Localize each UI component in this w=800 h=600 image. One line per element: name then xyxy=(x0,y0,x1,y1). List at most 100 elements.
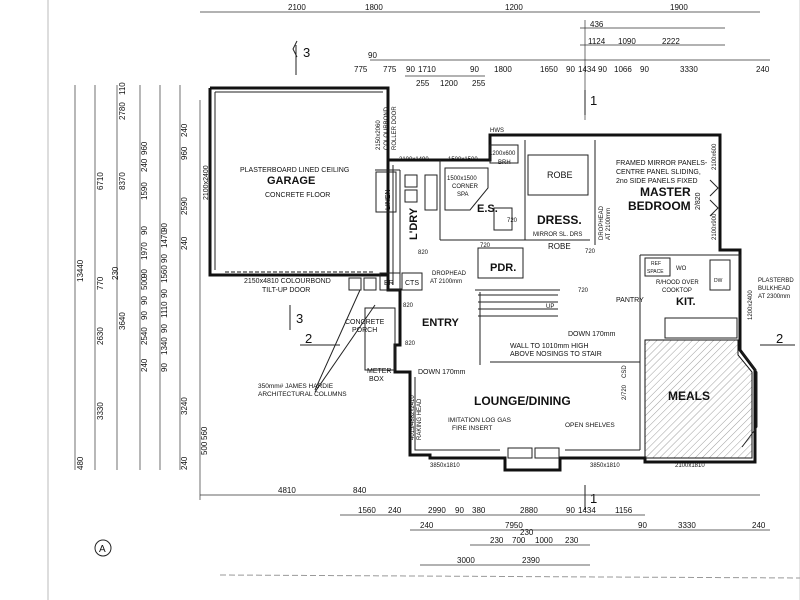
garage-floor-note: CONCRETE FLOOR xyxy=(265,192,330,199)
columns-note-1: 350mm# JAMES HARDIE xyxy=(258,383,334,390)
dishwasher-label: DW xyxy=(714,278,723,284)
wall-oven-label: WO xyxy=(676,266,687,272)
section-1-bottom-label: 1 xyxy=(590,491,597,506)
dim-top-775-a: 775 xyxy=(354,65,368,74)
dim-left-misc-500: 500 xyxy=(140,276,149,290)
robe-lower-label: ROBE xyxy=(548,242,571,251)
master-window-2100x600: 2100x600 xyxy=(712,143,718,170)
master-window-2100x900: 2100x900 xyxy=(712,213,718,240)
dim-left-1470: 1470 xyxy=(160,230,169,248)
master-suite: MASTER BEDROOM ROBE DRESS. MIRROR SL. DR… xyxy=(520,140,719,251)
dim-left-110: 110 xyxy=(118,82,127,95)
pantry-label: PANTRY xyxy=(616,297,644,304)
dim-top-0-b: 1800 xyxy=(365,3,383,12)
porch-label-1: CONCRETE xyxy=(345,319,385,326)
dim-top-1066: 1066 xyxy=(614,65,632,74)
down-170-entry: DOWN 170mm xyxy=(418,369,466,376)
dim-left-960: 960 xyxy=(140,141,149,155)
dim-top-1090: 1090 xyxy=(618,37,636,46)
ref-space-1: REF xyxy=(651,261,661,267)
br-label: BR xyxy=(384,280,394,287)
dim-top-255-b: 255 xyxy=(472,79,486,88)
dim-top-90-e: 90 xyxy=(598,65,607,74)
entry: ENTRY UP DOWN 170mm DOWN 170mm WALL TO 1… xyxy=(405,289,616,440)
dim-left-240-d: 240 xyxy=(180,123,189,137)
dim-left-960-b: 960 xyxy=(180,146,189,160)
garage-door-note-2: TILT-UP DOOR xyxy=(262,287,310,294)
dim-left-2630: 2630 xyxy=(96,327,105,345)
section-3-top-arrow xyxy=(292,40,298,58)
dim-left-770: 770 xyxy=(96,276,105,290)
rhood-note-2: COOKTOP xyxy=(662,288,692,294)
brh-label: BRH xyxy=(498,160,511,166)
dim-top-240: 240 xyxy=(756,65,770,74)
dim-top-1650: 1650 xyxy=(540,65,558,74)
cts-door-820: 820 xyxy=(403,303,414,309)
dim-left-90-c: 90 xyxy=(160,363,169,372)
down-170-kitchen: DOWN 170mm xyxy=(568,331,616,338)
dim-left-1340: 1340 xyxy=(160,337,169,355)
laundry-door-820: 820 xyxy=(418,250,429,256)
dim-bot-90-b: 90 xyxy=(566,506,575,515)
dim-bot-90-c: 90 xyxy=(638,521,647,530)
dim-left-90-b: 90 xyxy=(140,226,149,235)
dim-left-1560: 1560 xyxy=(160,265,169,283)
dim-bot-840: 840 xyxy=(353,486,367,495)
dim-top-1200: 1200 xyxy=(440,79,458,88)
powder-label: PDR. xyxy=(490,262,516,274)
dim-top-1710: 1710 xyxy=(418,65,436,74)
dim-left-3330: 3330 xyxy=(96,402,105,420)
roller-door-note-3: ROLLER DOOR xyxy=(392,106,398,150)
dim-bot-3330: 3330 xyxy=(678,521,696,530)
linen-label: LINEN xyxy=(385,189,392,210)
mirror-panels-note-3: 2no SIDE PANELS FIXED xyxy=(616,178,698,185)
north-arrow-label: A xyxy=(99,544,106,555)
dim-top-1800: 1800 xyxy=(494,65,512,74)
dim-bot-2880: 2880 xyxy=(520,506,538,515)
garage-ceiling-note: PLASTERBOARD LINED CEILING xyxy=(240,167,349,174)
porch-label-2: PORCH xyxy=(352,327,377,334)
bulkhead-note-3: AT 2300mm xyxy=(758,294,790,300)
dim-left-misc-90b: 90 xyxy=(140,269,149,278)
raking-head-note-1: 4015/4882x2410 xyxy=(410,395,416,440)
scan-artifact-line xyxy=(219,574,800,579)
roller-door-note-1: 2150x2060 xyxy=(376,120,382,150)
dim-left-8370: 8370 xyxy=(118,172,127,190)
dim-bot-240-c: 240 xyxy=(752,521,766,530)
dim-bot-3000: 3000 xyxy=(457,556,475,565)
master-dropshead-1: DROPHEAD xyxy=(599,205,605,240)
dim-top-0-a: 2100 xyxy=(288,3,306,12)
dim-bot-7950: 7950 xyxy=(505,521,523,530)
dim-left-3640: 3640 xyxy=(118,312,127,330)
north-arrow-circle xyxy=(94,539,112,557)
bulkhead-note-1: PLASTERBD xyxy=(758,278,794,284)
dim-left-1590: 1590 xyxy=(140,182,149,200)
dim-top-90-d: 90 xyxy=(566,65,575,74)
garage-label: GARAGE xyxy=(267,175,315,187)
powder-room: PDR. BR CTS DROPHEAD AT 2100mm 720 820 8… xyxy=(379,243,596,309)
dim-bot-1000: 1000 xyxy=(535,536,553,545)
linen-laundry: LINEN L'DRY xyxy=(375,169,438,290)
mirror-panels-note-1: FRAMED MIRROR PANELS- xyxy=(616,160,708,167)
pantry-door-720: 720 xyxy=(578,288,589,294)
dim-left-1110: 1110 xyxy=(160,301,169,318)
laundry-label: L'DRY xyxy=(408,207,420,240)
master-door-2-820: 2/820 xyxy=(695,192,702,210)
dim-top-255-a: 255 xyxy=(416,79,430,88)
meals: MEALS xyxy=(644,339,758,459)
dim-left-90-g: 90 xyxy=(160,223,169,232)
dim-left-240-c: 240 xyxy=(180,236,189,250)
kitchen-window-1200x2400: 1200x2400 xyxy=(748,290,754,320)
powder-door-720: 720 xyxy=(480,243,491,249)
window-2100x1490: 2100x1490 xyxy=(399,157,429,163)
master-label: MASTER xyxy=(640,185,691,199)
section-3-bottom-label: 3 xyxy=(296,311,303,326)
columns-note-2: ARCHITECTURAL COLUMNS xyxy=(258,391,347,398)
left-dimensions: 13440 480 3330 2630 770 6710 3640 8370 2… xyxy=(74,82,209,500)
bottom-dimensions: 4810 840 1560 240 2990 90 380 2880 90 14… xyxy=(200,486,770,566)
raking-head-note-2: RAKING HEAD xyxy=(417,398,423,440)
dim-left-90-e: 90 xyxy=(160,289,169,298)
lounge-door-2-720: 2/720 xyxy=(622,384,628,400)
mirror-doors-label: MIRROR SL. DRS xyxy=(533,232,582,238)
garage-side-window: 2100x2400 xyxy=(203,165,210,200)
